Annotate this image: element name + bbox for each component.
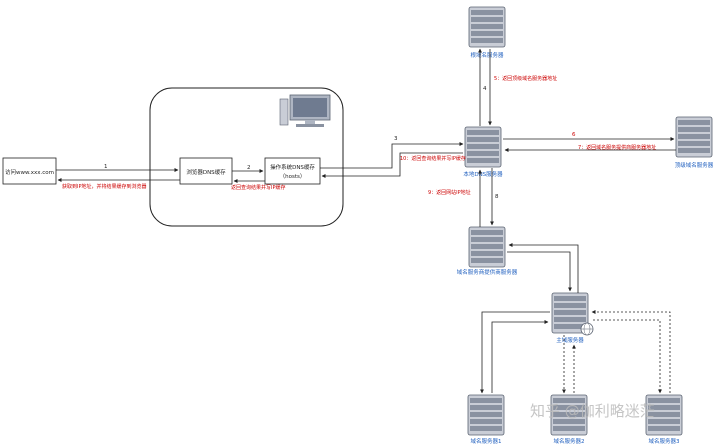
edge-master-server3-a [593,319,662,394]
domain-provider-icon [468,226,506,268]
tld-server-label: 顶级域名服务器 [675,161,714,169]
edge-4-label: 4 [483,86,487,92]
server2-label: 域名服务器2 [554,437,585,445]
edge-server1-master [491,320,549,393]
edge-11-label: 返回查询结果并写IP缓存 [231,184,286,191]
server1-label: 域名服务器1 [471,437,502,445]
edge-master-server1 [480,311,550,394]
master-server-label: 主域服务器 [556,336,584,344]
server1-icon [467,394,505,436]
computer-icon [279,94,331,127]
root-server-label: 根域名服务器 [470,51,504,59]
local-dns-icon [464,126,502,168]
edge-master-provider [508,243,579,293]
edge-10 [321,152,463,178]
edge-6-label: 6 [572,132,576,138]
visit-box [2,157,57,185]
os-cache-label-1: 操作系统DNS缓存 [270,163,315,171]
watermark: 知乎 @伽利略迷茫 [530,402,655,420]
edge-8-label: 8 [495,194,499,200]
edge-1-label: 1 [104,164,108,170]
edge-5-label: 5：返回顶级域名服务器地址 [494,75,557,82]
domain-provider-label: 域名服务商提供商服务器 [457,268,518,276]
edge-3 [320,142,464,169]
edge-provider-master [507,251,572,292]
os-cache-box [264,157,321,185]
edge-10-label: 10：返回查询结果并写IP缓存 [400,155,466,162]
edge-3-label: 3 [394,136,398,142]
root-server-icon [468,6,506,48]
local-dns-label: 本地DNS服务器 [463,170,503,178]
tld-server-icon [675,116,713,158]
edge-9-label: 9：返回网站IP地址 [428,189,471,196]
os-cache-label-2: （hosts） [280,173,306,180]
edge-2-label: 2 [247,165,251,171]
browser-cache-label: 浏览器DNS缓存 [186,168,226,176]
local-host-container [149,87,344,227]
edge-7-label: 7：返回域名服务提供商服务器地址 [578,144,656,151]
globe-icon [580,322,594,336]
edge-master-server3-b [591,310,671,393]
server3-label: 域名服务器3 [649,437,681,445]
edge-12-label: 获取到IP地址，并将结果缓存到浏览器 [62,183,147,190]
visit-label: 访问www.xxx.com [5,168,54,176]
